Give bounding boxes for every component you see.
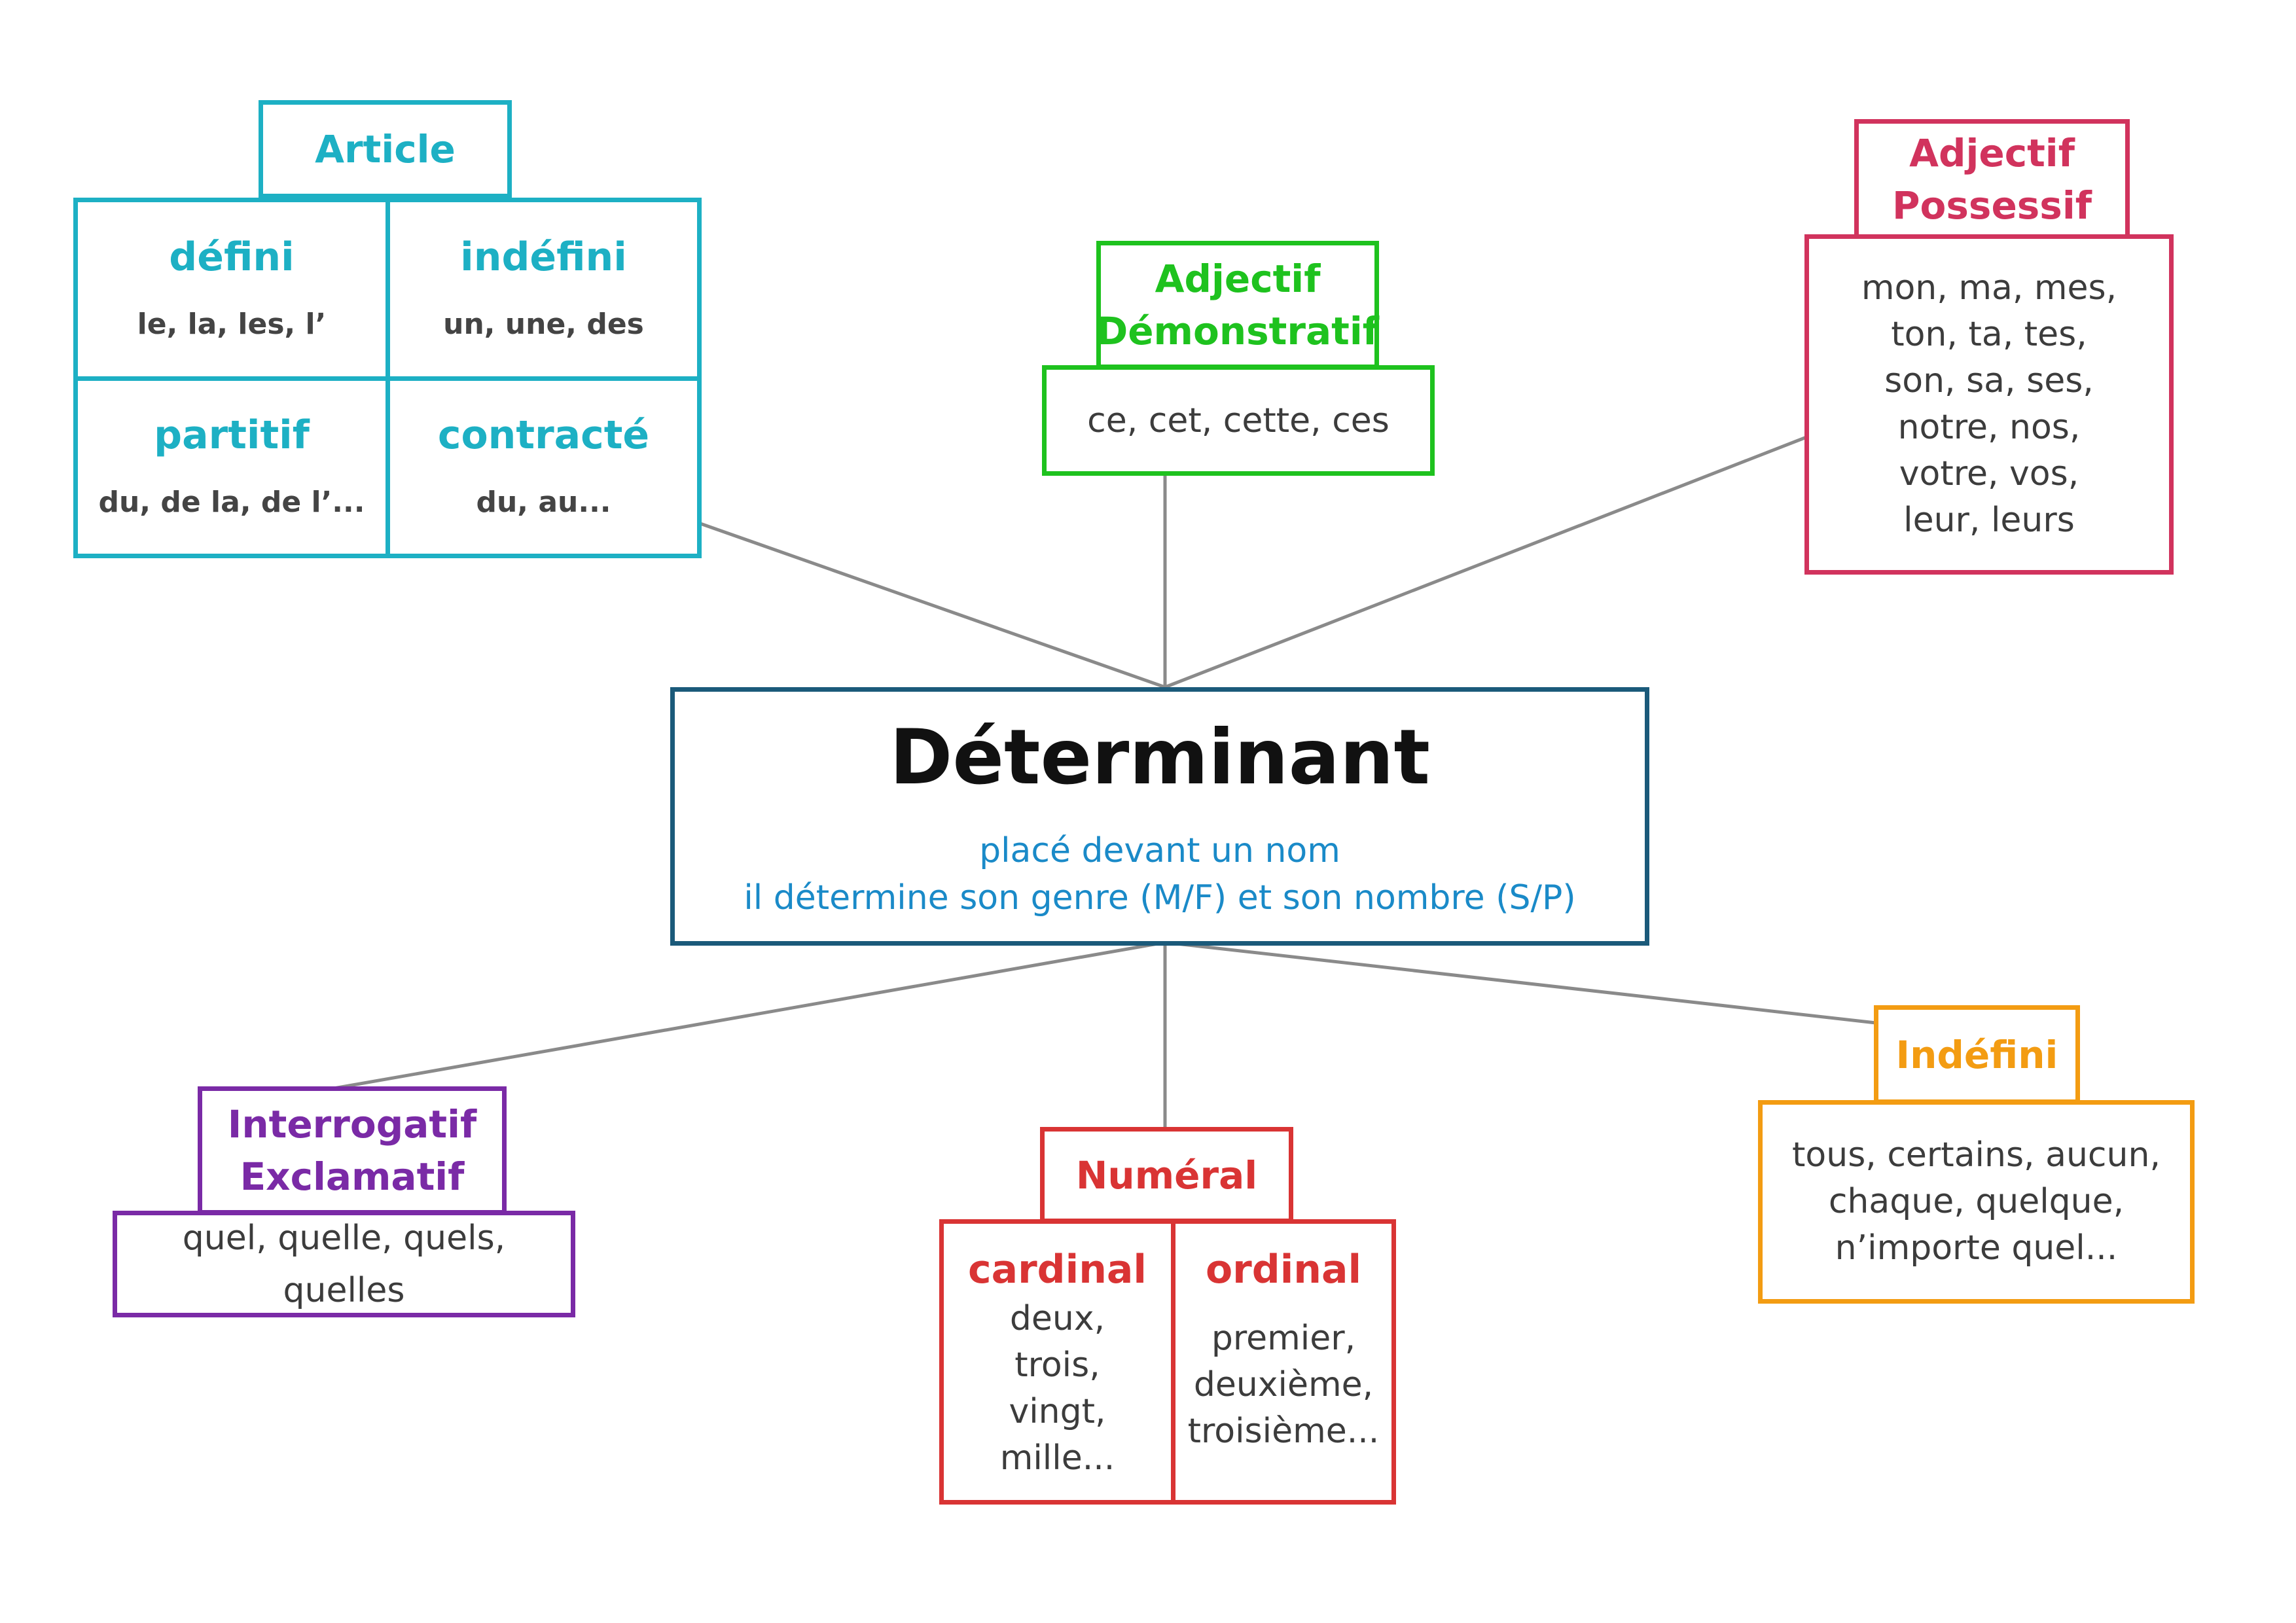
demonstratif-title-line1: Adjectif xyxy=(1155,257,1321,301)
numeral-cardinal-value-4: mille... xyxy=(999,1438,1115,1478)
possessif-title-line2: Possessif xyxy=(1892,183,2092,228)
interrogatif-title-line2: Exclamatif xyxy=(240,1154,465,1199)
numeral-cardinal-label: cardinal xyxy=(968,1247,1147,1293)
numeral-cardinal-value-3: vingt, xyxy=(1009,1392,1106,1431)
demonstratif-title-box: Adjectif Démonstratif xyxy=(1096,241,1379,369)
possessif-value-4: notre, nos, xyxy=(1897,408,2081,447)
possessif-title-box: Adjectif Possessif xyxy=(1854,119,2130,239)
article-title-box: Article xyxy=(259,100,512,198)
numeral-ordinal-value-3: troisième... xyxy=(1187,1412,1380,1451)
indefini-title: Indéfini xyxy=(1895,1032,2058,1077)
possessif-value-3: son, sa, ses, xyxy=(1884,361,2094,401)
article-contracte-values: du, au... xyxy=(476,486,611,519)
connector-article xyxy=(700,522,1166,689)
possessif-value-2: ton, ta, tes, xyxy=(1891,315,2087,354)
determinant-description-1: placé devant un nom xyxy=(979,830,1340,870)
possessif-values-box: mon, ma, mes, ton, ta, tes, son, sa, ses… xyxy=(1804,234,2174,575)
article-title: Article xyxy=(315,127,456,171)
article-contracte-label: contracté xyxy=(437,412,650,458)
article-defini-values: le, la, les, l’ xyxy=(137,308,327,341)
connector-possessif xyxy=(1164,435,1807,689)
interrogatif-title-box: Interrogatif Exclamatif xyxy=(198,1086,507,1215)
indefini-value-1: tous, certains, aucun, xyxy=(1792,1135,2161,1175)
numeral-title-box: Numéral xyxy=(1040,1127,1293,1223)
possessif-value-6: leur, leurs xyxy=(1903,501,2075,540)
indefini-title-box: Indéfini xyxy=(1874,1005,2080,1104)
determinant-title: Déterminant xyxy=(889,713,1430,802)
article-cell-contracte: contracté du, au... xyxy=(386,376,702,558)
numeral-title: Numéral xyxy=(1075,1152,1258,1198)
possessif-value-1: mon, ma, mes, xyxy=(1861,268,2117,308)
possessif-title-line1: Adjectif xyxy=(1909,130,2075,175)
article-indefini-values: un, une, des xyxy=(443,308,644,341)
article-cell-partitif: partitif du, de la, de l’... xyxy=(73,376,390,558)
possessif-value-5: votre, vos, xyxy=(1899,454,2079,493)
interrogatif-values-box: quel, quelle, quels, quelles xyxy=(113,1211,575,1317)
numeral-cardinal-box: cardinal deux, trois, vingt, mille... xyxy=(939,1219,1175,1505)
numeral-ordinal-value-2: deuxième, xyxy=(1193,1365,1374,1404)
demonstratif-title-line2: Démonstratif xyxy=(1096,309,1379,353)
indefini-value-3: n’importe quel... xyxy=(1835,1228,2118,1268)
numeral-ordinal-value-1: premier, xyxy=(1211,1319,1356,1358)
article-indefini-label: indéfini xyxy=(460,234,627,280)
numeral-cardinal-value-2: trois, xyxy=(1014,1346,1100,1385)
determinant-box: Déterminant placé devant un nom il déter… xyxy=(670,687,1649,946)
numeral-ordinal-box: ordinal premier, deuxième, troisième... xyxy=(1171,1219,1396,1505)
indefini-values-box: tous, certains, aucun, chaque, quelque, … xyxy=(1758,1100,2195,1304)
demonstratif-values: ce, cet, cette, ces xyxy=(1087,401,1390,440)
numeral-cardinal-value-1: deux, xyxy=(1009,1299,1105,1338)
demonstratif-values-box: ce, cet, cette, ces xyxy=(1042,365,1435,476)
interrogatif-title-line1: Interrogatif xyxy=(227,1102,477,1147)
interrogatif-values: quel, quelle, quels, quelles xyxy=(182,1218,506,1310)
connector-indefini xyxy=(1164,940,1876,1025)
numeral-ordinal-label: ordinal xyxy=(1205,1247,1362,1293)
article-partitif-values: du, de la, de l’... xyxy=(98,486,365,519)
determinant-description-2: il détermine son genre (M/F) et son nomb… xyxy=(744,878,1576,918)
article-cell-defini: défini le, la, les, l’ xyxy=(73,198,390,381)
article-partitif-label: partitif xyxy=(154,412,310,458)
article-defini-label: défini xyxy=(169,234,295,280)
indefini-value-2: chaque, quelque, xyxy=(1828,1182,2125,1221)
connector-interrogatif xyxy=(333,940,1166,1090)
article-cell-indefini: indéfini un, une, des xyxy=(386,198,702,381)
